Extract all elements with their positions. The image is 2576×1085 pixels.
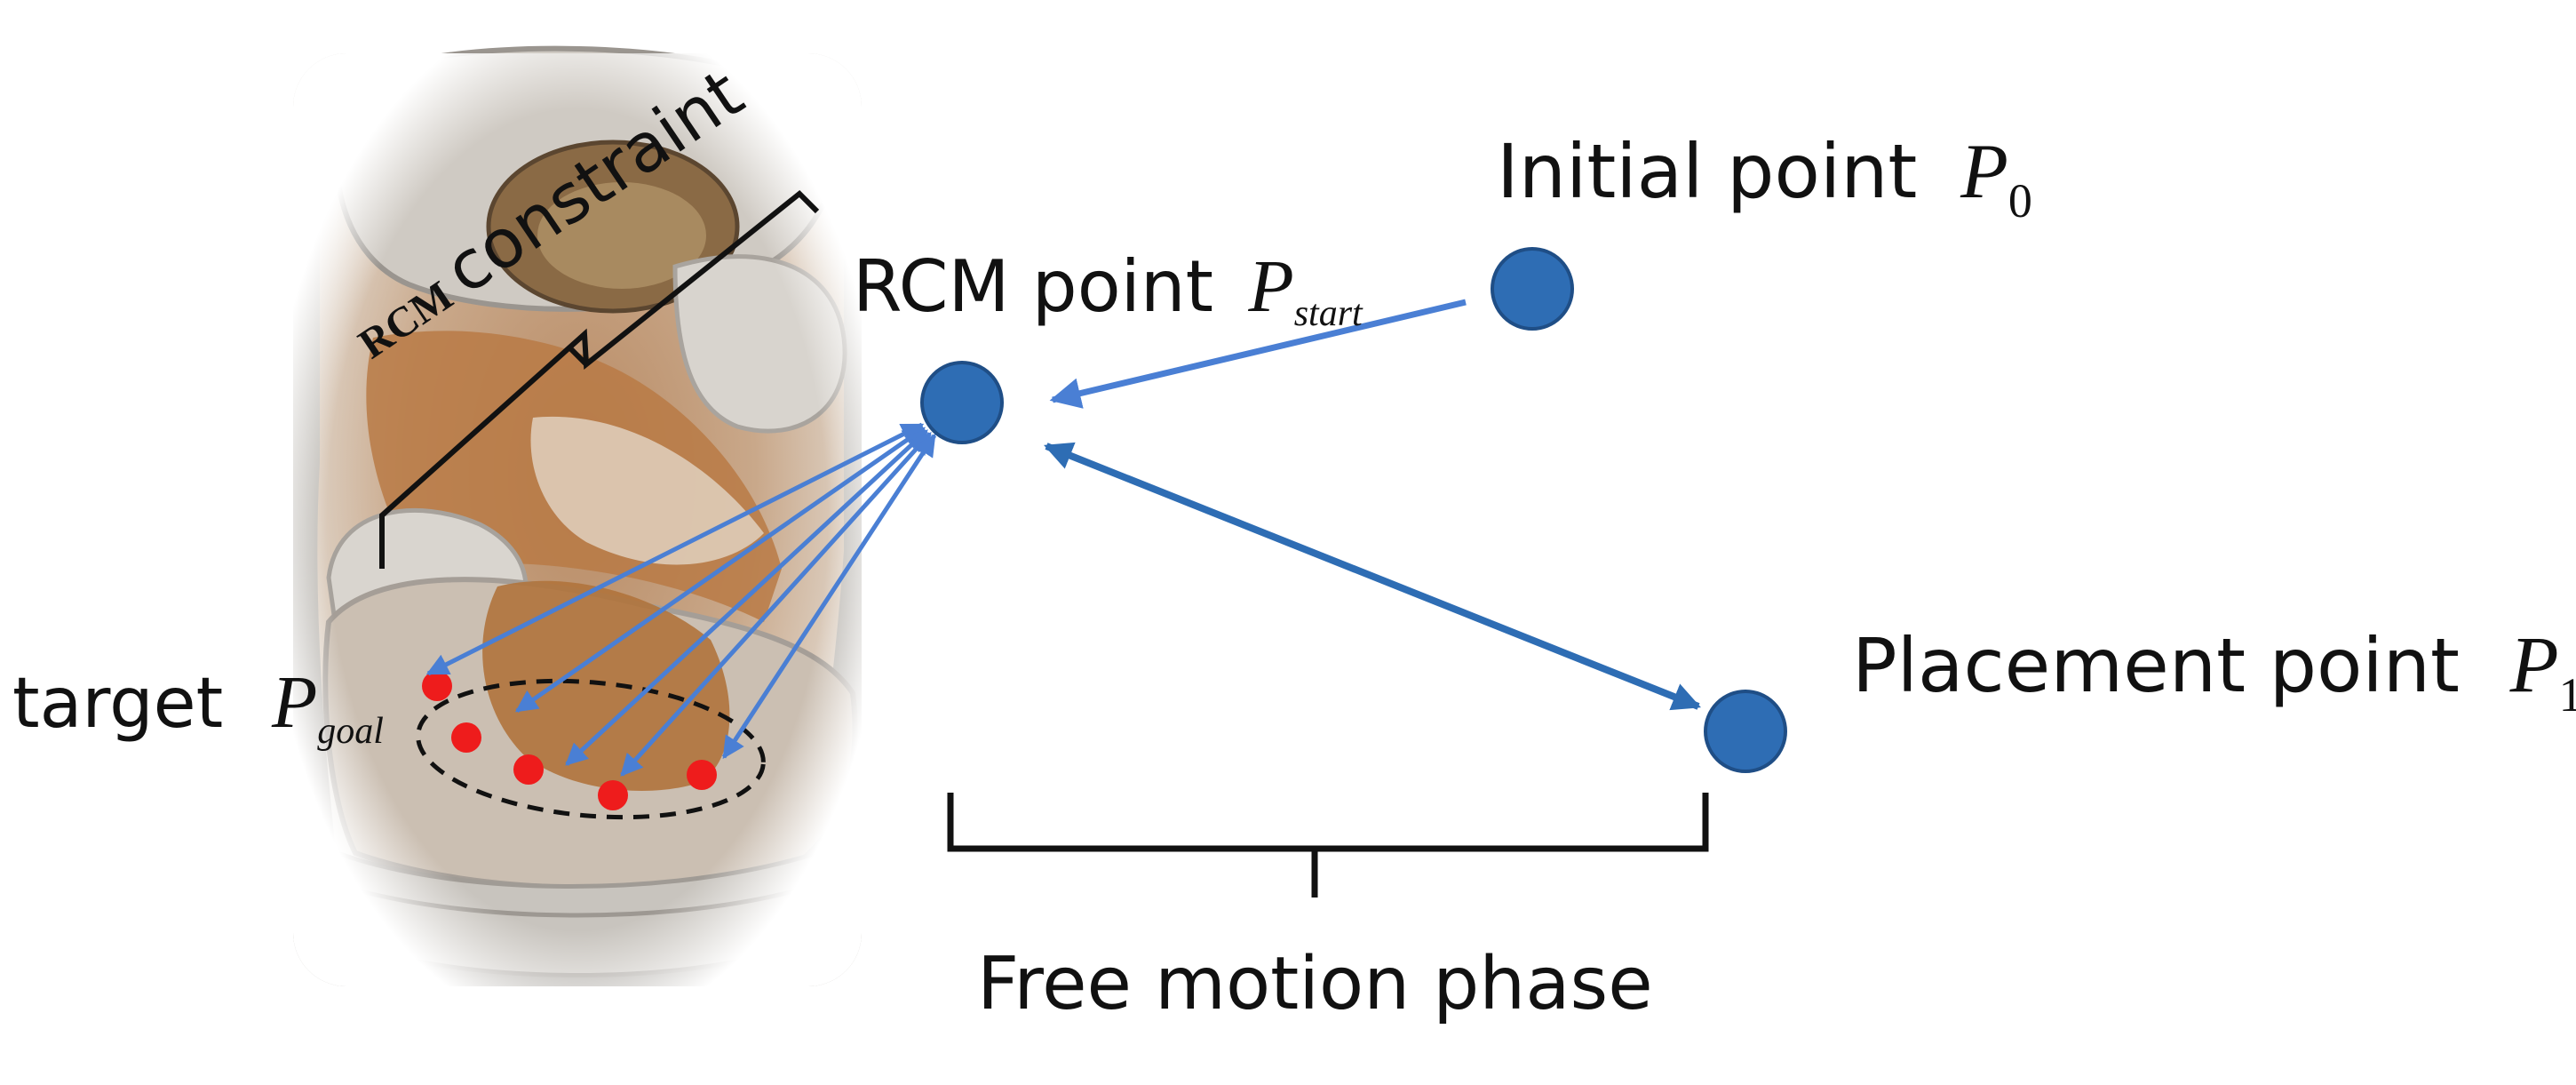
target-dot (687, 760, 717, 790)
target-dot (598, 780, 628, 810)
rcm-constraint-bracket (379, 189, 820, 569)
placement-point-marker (1704, 690, 1787, 773)
target-dot (513, 754, 544, 785)
rcm-point-label: RCM point Pstart (853, 245, 1364, 334)
target-arrow (721, 433, 937, 760)
free-motion-phase-bracket (947, 793, 1709, 898)
target-dot (422, 671, 452, 701)
free-motion-phase-label: Free motion phase (977, 942, 1653, 1026)
target-label: target Pgoal (12, 661, 384, 752)
rcm-placement-arrow (1044, 442, 1701, 711)
initial-point-label: Initial point P0 (1497, 128, 2032, 227)
initial-point-marker (1491, 247, 1574, 331)
placement-point-label: Placement point P1 (1852, 621, 2576, 722)
rcm-point-marker (920, 361, 1004, 444)
initial-to-rcm-arrow (1049, 299, 1467, 409)
target-dot (451, 722, 481, 753)
rcm-to-target-arrows (425, 422, 937, 777)
